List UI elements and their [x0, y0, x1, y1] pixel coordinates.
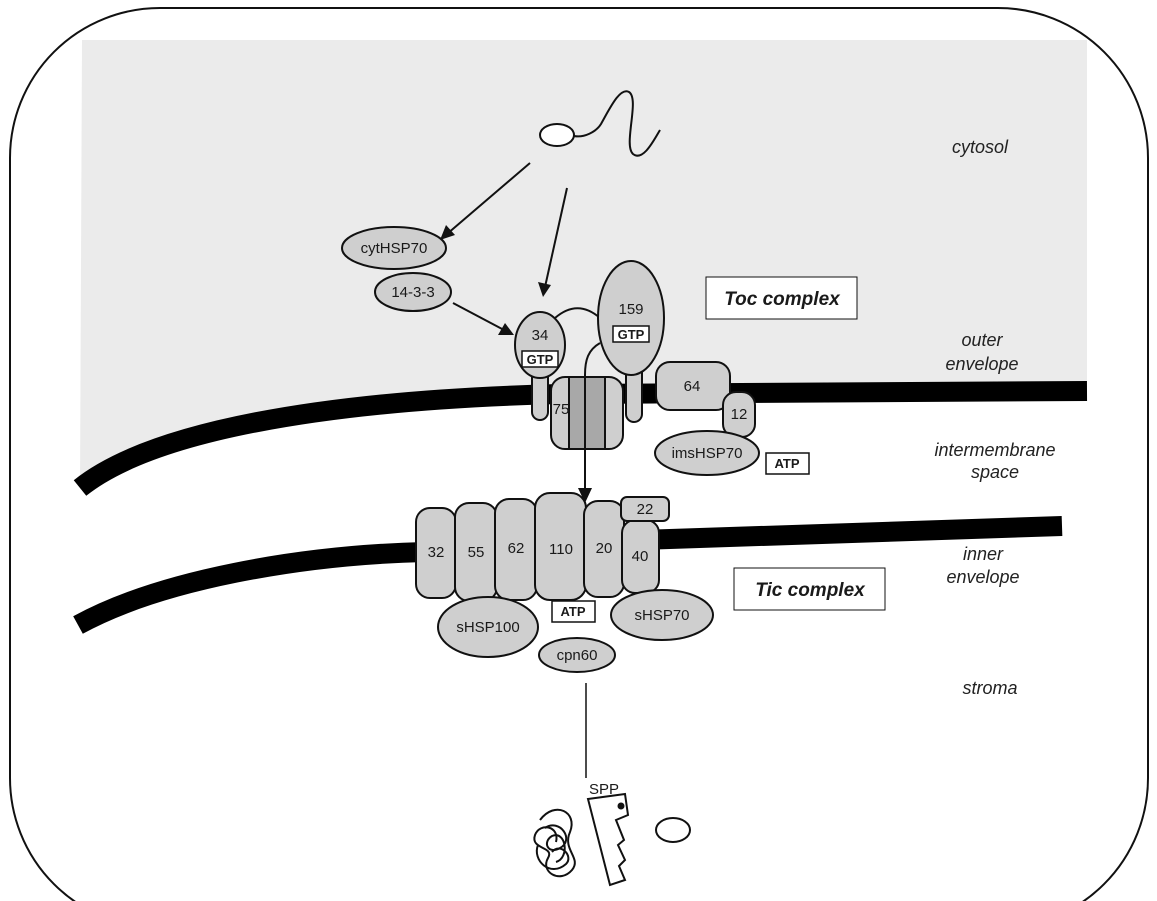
- cyt-hsp70: [341, 226, 447, 270]
- spp-protease: [586, 792, 630, 887]
- protein-14-3-3: [374, 272, 452, 312]
- label-stroma: stroma: [962, 678, 1017, 698]
- arrow-to-toc34: [544, 187, 568, 288]
- toc34-gtp-box: [521, 350, 559, 368]
- tic40-label: 40: [632, 548, 649, 565]
- toc64-label: 64: [684, 378, 701, 395]
- preprotein: [539, 90, 661, 157]
- label-outer: outer: [961, 330, 1003, 350]
- cyt-hsp70-label: cytHSP70: [361, 240, 428, 257]
- s-hsp70: [610, 589, 714, 641]
- tic20-label: 20: [596, 540, 613, 557]
- tic32-label: 32: [428, 544, 445, 561]
- spp-label: SPP: [589, 781, 619, 798]
- toc75: [550, 376, 624, 450]
- tic-complex-box: [733, 567, 886, 611]
- stroma-atp-box: [551, 600, 596, 623]
- toc-complex-box: [705, 276, 858, 320]
- label-intermembrane: intermembrane: [934, 440, 1055, 460]
- toc12-label: 12: [731, 406, 748, 423]
- inner-envelope-membrane: [73, 516, 1063, 634]
- s-hsp100-label: sHSP100: [456, 619, 519, 636]
- tic110-label: 110: [549, 541, 573, 558]
- label-space: space: [971, 462, 1019, 482]
- ims-hsp70-label: imsHSP70: [672, 445, 743, 462]
- cpn60-label: cpn60: [557, 647, 598, 664]
- import-arrow: [584, 342, 601, 490]
- tic-complex-label: Tic complex: [755, 580, 866, 601]
- cpn60: [538, 637, 616, 673]
- ims-atp-box: [765, 452, 810, 475]
- stroma-atp-label: ATP: [560, 604, 585, 619]
- tic62-label: 62: [508, 540, 525, 557]
- ims-atp-label: ATP: [774, 456, 799, 471]
- diagram-frame: [9, 7, 1149, 901]
- toc75-label: 75: [553, 401, 570, 418]
- outer-envelope-membrane: [73, 381, 1088, 496]
- toc159-gtp-box: [612, 325, 650, 343]
- label-envelope-inner: envelope: [946, 567, 1019, 587]
- toc34-toc159-link: [554, 307, 601, 319]
- toc-complex-label: Toc complex: [724, 289, 841, 310]
- toc159-gtp-label: GTP: [618, 327, 645, 342]
- protein-14-3-3-label: 14-3-3: [391, 284, 434, 301]
- folded-protein: [533, 808, 576, 878]
- toc64: [655, 361, 731, 411]
- arrow-to-toc34-b: [452, 302, 505, 331]
- label-inner: inner: [963, 544, 1004, 564]
- arrow-to-cythsp70: [446, 162, 531, 235]
- s-hsp100: [437, 596, 539, 658]
- transit-peptide: [655, 817, 691, 843]
- toc34-label: 34: [532, 327, 549, 344]
- s-hsp70-label: sHSP70: [634, 607, 689, 624]
- toc34-gtp-label: GTP: [527, 352, 554, 367]
- tic22-label: 22: [637, 501, 654, 518]
- tic22: [620, 496, 670, 522]
- toc159-label: 159: [618, 301, 643, 318]
- ims-hsp70: [654, 430, 760, 476]
- label-envelope-outer: envelope: [945, 354, 1018, 374]
- label-cytosol: cytosol: [952, 137, 1009, 157]
- cytosol-area: [80, 40, 1087, 488]
- toc159: [597, 260, 665, 423]
- tic55-label: 55: [468, 544, 485, 561]
